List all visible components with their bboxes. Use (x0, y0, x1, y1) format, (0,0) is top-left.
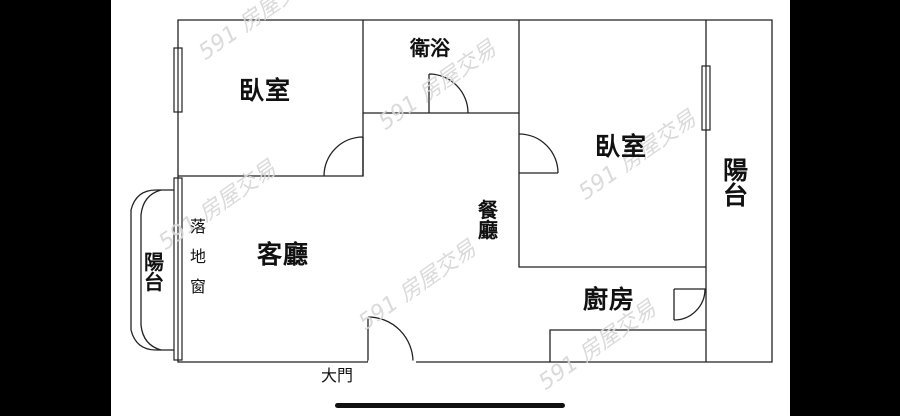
room-bedroom-left: 臥室 (239, 76, 292, 105)
wall-kitchen (549, 329, 706, 362)
floor-plan-drawing (130, 19, 773, 364)
room-kitchen: 廚房 (583, 285, 636, 314)
floor-plan: 591 房屋交易 591 房屋交易 591 房屋交易 591 房屋交易 591 … (111, 0, 790, 416)
room-bedroom-right: 臥室 (595, 132, 648, 161)
door-bedroom-right (518, 133, 559, 174)
room-balcony-left: 陽台 (144, 250, 164, 294)
room-living: 客廳 (257, 240, 310, 269)
balcony-left-bay (130, 189, 178, 351)
room-bathroom: 衛浴 (410, 36, 450, 60)
door-bathroom (428, 73, 469, 114)
door-kitchen (673, 288, 706, 321)
french-window-frame (173, 177, 183, 361)
french-window-label: 落地窗 (189, 217, 206, 296)
room-balcony-right: 陽台 (723, 156, 750, 210)
door-bedroom-left (323, 136, 364, 177)
room-dining: 餐廳 (478, 198, 498, 242)
home-indicator[interactable] (335, 403, 565, 408)
door-main (367, 316, 414, 363)
main-door-label: 大門 (321, 366, 354, 385)
wall-bedroom-right (518, 113, 706, 268)
